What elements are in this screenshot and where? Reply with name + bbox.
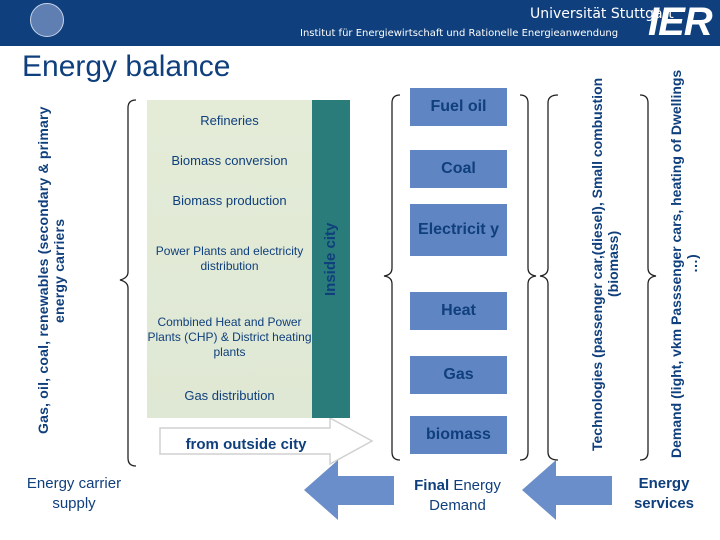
demand-brace <box>639 94 657 461</box>
from-outside-city-label: from outside city <box>185 436 307 453</box>
demand-text: Demand (light, vkm Passsenger cars, heat… <box>668 69 700 459</box>
final-word: Final <box>414 477 450 494</box>
inside-city-text: Inside city <box>322 222 339 296</box>
carrier-heat: Heat <box>410 292 507 330</box>
carrier-fuel-oil: Fuel oil <box>410 88 507 126</box>
supply-refineries: Refineries <box>200 113 259 128</box>
page-title: Energy balance <box>22 50 231 83</box>
services-to-final-arrow <box>522 460 612 520</box>
supply-column <box>147 100 312 418</box>
technologies-label: Technologies (passenger car,(diesel), Sm… <box>578 64 632 464</box>
inside-city-label: Inside city <box>312 100 350 418</box>
outside-city-arrow <box>159 416 374 466</box>
technologies-brace <box>539 94 559 461</box>
university-name: Universität Stuttgart <box>530 6 674 22</box>
supply-power-plants: Power Plants and electricity distributio… <box>155 244 304 273</box>
carrier-gas: Gas <box>410 356 507 394</box>
energy-demand-words: Energy Demand <box>429 477 501 514</box>
supply-biomass-production: Biomass production <box>172 193 287 208</box>
final-to-supply-arrow <box>304 460 394 520</box>
supply-gas-distribution: Gas distribution <box>184 388 275 403</box>
carriers-brace-left <box>383 94 401 461</box>
left-brace <box>119 99 137 467</box>
energy-services-label: Energy services <box>633 475 695 512</box>
institute-name: Institut für Energiewirtschaft und Ratio… <box>300 28 619 39</box>
technologies-text: Technologies (passenger car,(diesel), Sm… <box>589 77 621 451</box>
demand-label: Demand (light, vkm Passsenger cars, heat… <box>660 64 708 464</box>
carrier-electricity: Electricit y <box>410 204 507 256</box>
carrier-coal: Coal <box>410 150 507 188</box>
university-logo-icon <box>30 3 64 37</box>
carriers-brace-right <box>519 94 537 461</box>
ier-logo: IER <box>648 0 713 44</box>
carrier-biomass: biomass <box>410 416 507 454</box>
header-bar: Universität Stuttgart Institut für Energ… <box>0 0 720 46</box>
inside-city-bar <box>312 100 350 418</box>
supply-biomass-conversion: Biomass conversion <box>171 153 288 168</box>
energy-carrier-supply-label: Energy carrier supply <box>26 475 122 512</box>
supply-chp: Combined Heat and Power Plants (CHP) & D… <box>147 315 312 359</box>
final-energy-demand-label: Final Energy Demand <box>400 476 515 516</box>
